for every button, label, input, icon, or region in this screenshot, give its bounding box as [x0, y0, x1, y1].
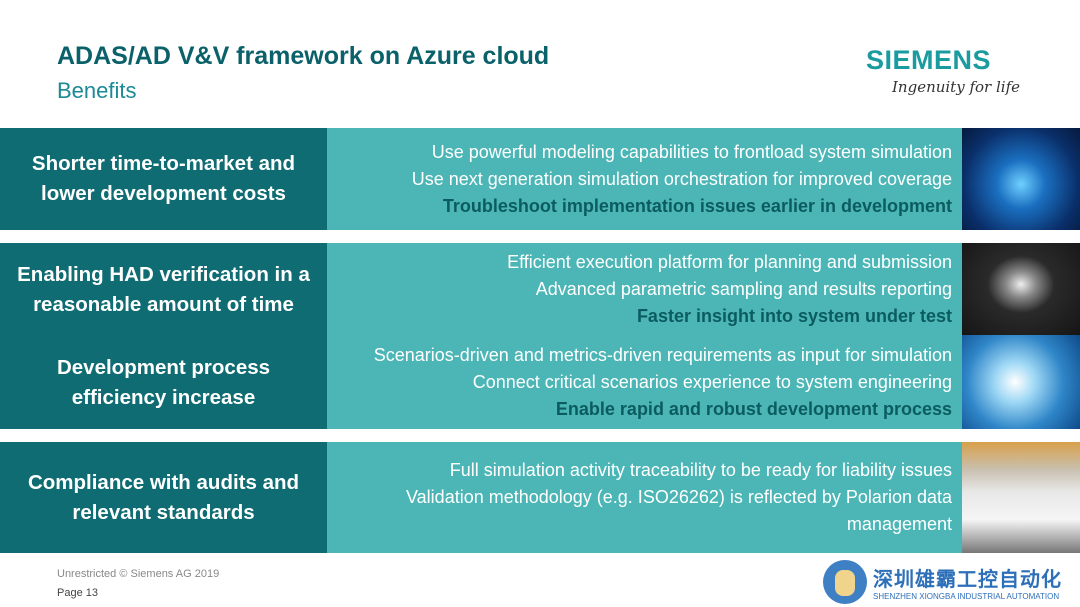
autonomous-car-image — [962, 442, 1080, 553]
detail-group: Use powerful modeling capabilities to fr… — [327, 139, 952, 220]
page-subtitle: Benefits — [57, 78, 137, 103]
detail-line: Scenarios-driven and metrics-driven requ… — [373, 345, 952, 365]
benefit-row-compliance: Compliance with audits and relevant stan… — [0, 442, 1080, 553]
detail-line: Full simulation activity traceability to… — [449, 460, 952, 480]
detail-group: Full simulation activity traceability to… — [327, 457, 952, 538]
tunnel-image — [962, 335, 1080, 429]
detail-line: Use next generation simulation orchestra… — [411, 168, 952, 189]
detail-group: Efficient execution platform for plannin… — [327, 249, 952, 330]
benefit-text: Compliance with audits and relevant stan… — [27, 470, 300, 524]
page-number: Page 13 — [57, 587, 98, 599]
detail-highlight: Troubleshoot implementation issues earli… — [442, 195, 952, 216]
benefit-label: Enabling HAD verification in a reasonabl… — [0, 243, 327, 429]
detail-line: Use powerful modeling capabilities to fr… — [431, 141, 952, 162]
image-column — [962, 243, 1080, 429]
watermark: 深圳雄霸工控自动化 SHENZHEN XIONGBA INDUSTRIAL AU… — [823, 560, 1062, 604]
page-title: ADAS/AD V&V framework on Azure cloud — [57, 42, 550, 70]
watermark-en: SHENZHEN XIONGBA INDUSTRIAL AUTOMATION — [873, 592, 1060, 601]
logo-tagline: Ingenuity for life — [892, 78, 1020, 96]
benefit-details: Efficient execution platform for plannin… — [327, 243, 962, 429]
benefit-text: Shorter time-to-market and lower develop… — [31, 152, 296, 205]
detail-line: Advanced parametric sampling and results… — [535, 279, 952, 299]
detail-highlight: Enable rapid and robust development proc… — [555, 399, 952, 419]
bear-mascot-icon — [823, 560, 867, 604]
chip-image — [962, 128, 1080, 230]
benefit-row-time-to-market: Shorter time-to-market and lower develop… — [0, 128, 1080, 230]
siemens-logo: SIEMENS — [866, 45, 992, 75]
benefit-label: Compliance with audits and relevant stan… — [0, 442, 327, 553]
benefit-details: Use powerful modeling capabilities to fr… — [327, 128, 962, 230]
detail-line: Efficient execution platform for plannin… — [507, 252, 952, 272]
benefit-text: Development process efficiency increase — [56, 355, 271, 409]
benefit-row-had-verification: Enabling HAD verification in a reasonabl… — [0, 243, 1080, 429]
classification-label: Unrestricted © Siemens AG 2019 — [57, 568, 220, 580]
detail-highlight: Faster insight into system under test — [636, 306, 952, 326]
benefit-text: Enabling HAD verification in a reasonabl… — [17, 262, 310, 316]
lightbulb-chalkboard-image — [962, 243, 1080, 335]
detail-line: Connect critical scenarios experience to… — [472, 372, 952, 392]
benefit-details: Full simulation activity traceability to… — [327, 442, 962, 553]
watermark-cn: 深圳雄霸工控自动化 — [873, 569, 1062, 591]
detail-line: Validation methodology (e.g. ISO26262) i… — [406, 487, 952, 534]
benefit-label: Shorter time-to-market and lower develop… — [0, 128, 327, 230]
detail-group: Scenarios-driven and metrics-driven requ… — [327, 342, 952, 423]
